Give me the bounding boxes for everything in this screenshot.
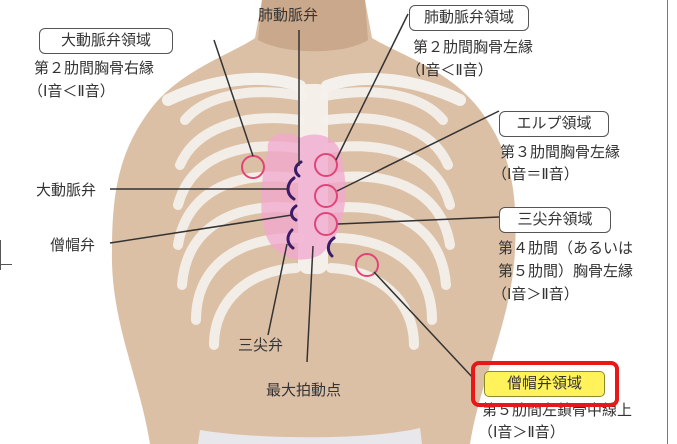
aortic-area-title: 大動脈弁領域 <box>39 28 173 54</box>
pulmonary-area-line1: 第２肋間胸骨左縁 <box>413 36 533 58</box>
mitral-area-line2: （Ⅰ音＞Ⅱ音） <box>478 421 565 443</box>
pulmonary-area-line2: （Ⅰ音＜Ⅱ音） <box>406 59 493 81</box>
frame-border-left <box>0 240 1 270</box>
pulmonary-valve-label: 肺動脈弁 <box>258 4 318 25</box>
mitral-valve-label: 僧帽弁 <box>50 234 95 255</box>
erb-area-line2: （Ⅰ音＝Ⅱ音） <box>492 163 579 185</box>
aortic-valve-label: 大動脈弁 <box>36 179 96 200</box>
focus-highlight-box <box>471 361 619 407</box>
pulmonary-area-title: 肺動脈弁領域 <box>409 5 529 31</box>
erb-area-line1: 第３肋間胸骨左縁 <box>500 141 620 163</box>
tricuspid-valve-label: 三尖弁 <box>238 334 283 355</box>
aortic-area-line1: 第２肋間胸骨右縁 <box>34 57 154 79</box>
frame-border-right <box>667 0 668 444</box>
tricuspid-area-line1: 第４肋間（あるいは <box>498 237 633 259</box>
frame-tick-left <box>0 264 12 265</box>
apex-label: 最大拍動点 <box>266 379 341 400</box>
tricuspid-area-title: 三尖弁領域 <box>499 207 611 233</box>
tricuspid-area-line2: 第５肋間）胸骨左縁 <box>498 260 633 282</box>
aortic-area-line2: （Ⅰ音＜Ⅱ音） <box>28 80 115 102</box>
tricuspid-area-line3: （Ⅰ音＞Ⅱ音） <box>492 283 579 305</box>
erb-area-title: エルプ領域 <box>499 111 609 137</box>
